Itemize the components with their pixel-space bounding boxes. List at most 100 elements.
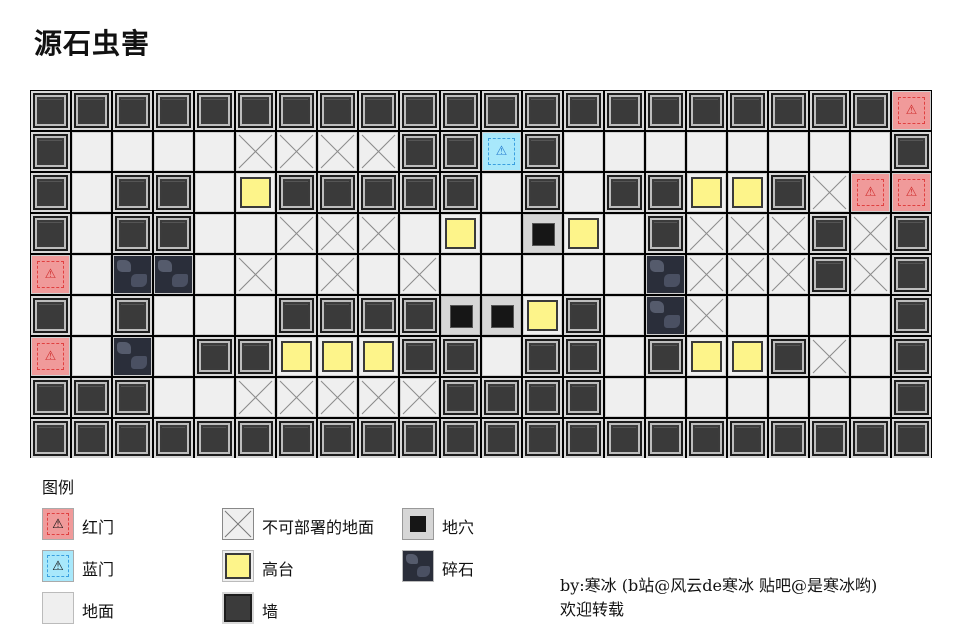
tile-wall [564, 337, 603, 376]
tile-no-deploy-floor [687, 255, 726, 294]
tile-wall [113, 173, 152, 212]
tile-floor [154, 337, 193, 376]
tile-wall [810, 419, 849, 458]
tile-wall [605, 173, 644, 212]
tile-wall [195, 91, 234, 130]
tile-wall [277, 296, 316, 335]
tile-wall [72, 419, 111, 458]
tile-wall [359, 419, 398, 458]
tile-wall [318, 296, 357, 335]
tile-floor [564, 132, 603, 171]
high-ground-swatch [222, 550, 254, 582]
tile-no-deploy-floor [236, 378, 275, 417]
tile-wall [646, 173, 685, 212]
tile-wall [441, 337, 480, 376]
tile-high-ground [318, 337, 357, 376]
tile-no-deploy-floor [318, 255, 357, 294]
tile-floor [482, 255, 521, 294]
tile-wall [523, 419, 562, 458]
legend-title: 图例 [42, 478, 75, 497]
tile-wall [892, 419, 931, 458]
credit-author: by:寒冰 (b站@风云de寒冰 贴吧@是寒冰哟) [560, 576, 878, 595]
tile-floor [113, 132, 152, 171]
tile-no-deploy-floor [400, 255, 439, 294]
cross-icon [771, 257, 806, 292]
tile-wall [892, 337, 931, 376]
tile-wall [892, 132, 931, 171]
tile-wall [441, 378, 480, 417]
tile-wall [564, 91, 603, 130]
tile-wall [72, 378, 111, 417]
tile-red-gate: ⚠ [892, 91, 931, 130]
cross-icon [320, 257, 355, 292]
cross-icon [812, 175, 847, 210]
tile-wall [195, 419, 234, 458]
tile-wall [359, 173, 398, 212]
tile-no-deploy-floor [236, 132, 275, 171]
tile-high-ground [236, 173, 275, 212]
tile-wall [646, 337, 685, 376]
tile-no-deploy-floor [236, 255, 275, 294]
tile-floor [810, 132, 849, 171]
tile-floor [72, 214, 111, 253]
tile-floor [769, 378, 808, 417]
tile-floor [195, 214, 234, 253]
tile-high-ground [728, 337, 767, 376]
tile-wall [441, 91, 480, 130]
tile-floor [195, 255, 234, 294]
tile-wall [277, 91, 316, 130]
tile-red-gate: ⚠ [892, 173, 931, 212]
tile-wall [113, 419, 152, 458]
tile-floor [605, 296, 644, 335]
tile-no-deploy-floor [851, 255, 890, 294]
tile-wall [441, 132, 480, 171]
cross-icon [320, 216, 355, 251]
cross-icon [689, 298, 724, 333]
tile-wall [441, 173, 480, 212]
tile-hole [523, 214, 562, 253]
tile-high-ground [728, 173, 767, 212]
legend-label-no-deploy: 不可部署的地面 [262, 518, 375, 537]
tile-wall [72, 91, 111, 130]
warning-icon: ⚠ [37, 343, 64, 370]
tile-floor [441, 255, 480, 294]
tile-no-deploy-floor [769, 214, 808, 253]
tile-floor [810, 296, 849, 335]
tile-wall [482, 91, 521, 130]
tile-wall [400, 419, 439, 458]
tile-wall [113, 296, 152, 335]
tile-wall [482, 378, 521, 417]
tile-rubble [646, 296, 685, 335]
credit-text: by:寒冰 (b站@风云de寒冰 贴吧@是寒冰哟) 欢迎转载 [560, 574, 877, 622]
warning-icon: ⚠ [488, 138, 515, 165]
legend-label-wall: 墙 [262, 602, 279, 621]
tile-high-ground [687, 337, 726, 376]
tile-wall [400, 337, 439, 376]
tile-floor [72, 173, 111, 212]
tile-wall [810, 255, 849, 294]
page-title: 源石虫害 [34, 27, 151, 60]
warning-icon: ⚠ [37, 261, 64, 288]
tile-wall [31, 296, 70, 335]
tile-wall [646, 91, 685, 130]
tile-wall [605, 91, 644, 130]
cross-icon [853, 216, 888, 251]
tile-red-gate: ⚠ [851, 173, 890, 212]
tile-floor [523, 255, 562, 294]
cross-icon [730, 216, 765, 251]
tile-high-ground [359, 337, 398, 376]
tile-floor [646, 132, 685, 171]
cross-icon [279, 380, 314, 415]
cross-icon [279, 134, 314, 169]
tile-wall [113, 378, 152, 417]
tile-floor [851, 378, 890, 417]
tile-blue-gate: ⚠ [482, 132, 521, 171]
wall-swatch [222, 592, 254, 624]
tile-no-deploy-floor [359, 214, 398, 253]
tile-wall [851, 91, 890, 130]
tile-wall [769, 173, 808, 212]
tile-no-deploy-floor [277, 132, 316, 171]
tile-wall [810, 91, 849, 130]
tile-wall [892, 296, 931, 335]
tile-wall [31, 378, 70, 417]
